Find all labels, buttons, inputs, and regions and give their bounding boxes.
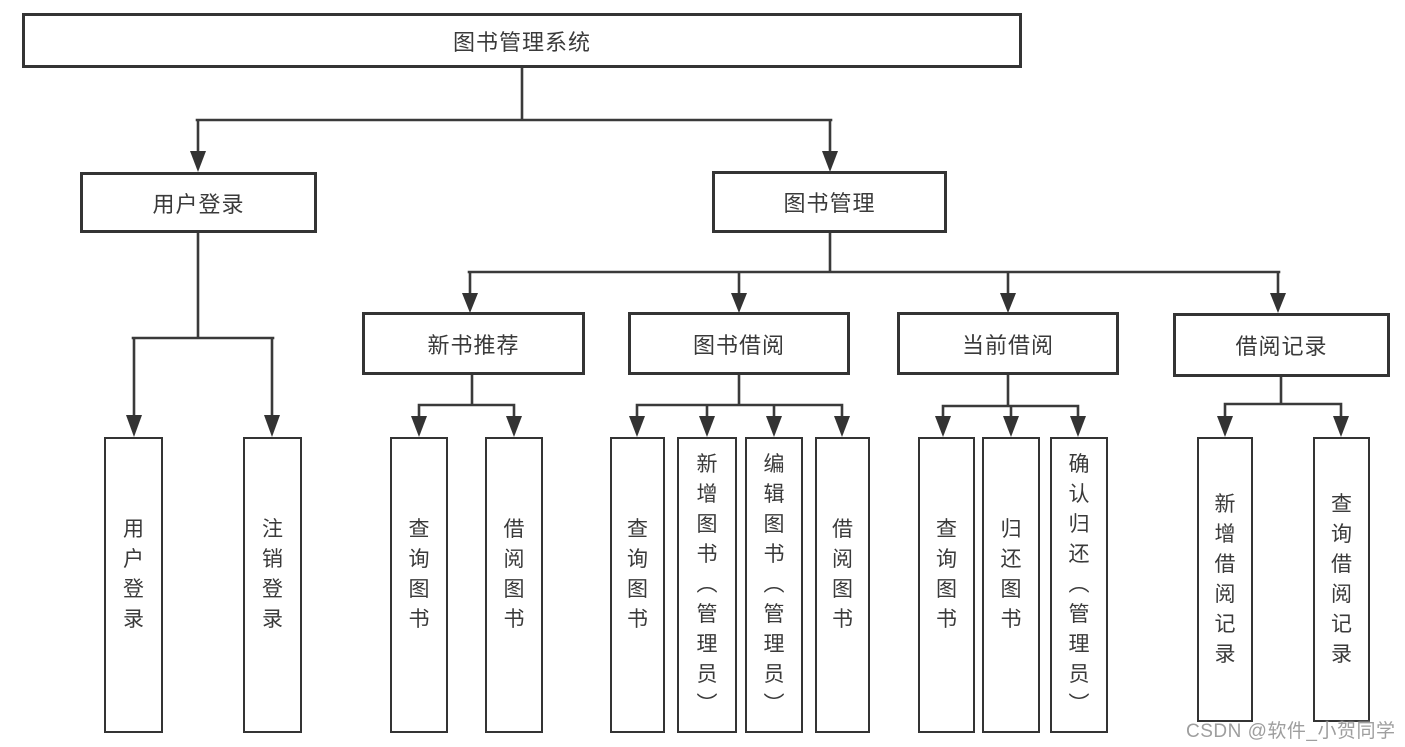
node-label: 查询图书 (627, 518, 648, 631)
node-library-management-system: 图书管理系统 (22, 13, 1022, 68)
node-leaf-query-borrow-record: 查询借阅记录 (1313, 437, 1370, 722)
node-label: 注销登录 (262, 518, 283, 631)
node-leaf-query-books-1: 查询图书 (390, 437, 448, 733)
arrowheads (126, 151, 1349, 437)
node-label: 图书管理 (783, 191, 876, 216)
node-label: 归还图书 (1000, 518, 1022, 631)
node-label: 新增图书︵管理员︶ (696, 453, 718, 716)
node-current-borrowing: 当前借阅 (897, 312, 1119, 375)
node-label: 编辑图书︵管理员︶ (763, 453, 785, 716)
node-leaf-query-books-2: 查询图书 (610, 437, 665, 733)
node-leaf-confirm-return-admin: 确认归还︵管理员︶ (1050, 437, 1108, 733)
node-label: 用户登录 (123, 518, 144, 631)
csdn-watermark: CSDN @软件_小贺同学 (1186, 721, 1396, 742)
node-label: 新书推荐 (427, 332, 520, 358)
node-label: 当前借阅 (961, 332, 1054, 358)
node-leaf-add-borrow-record: 新增借阅记录 (1197, 437, 1253, 722)
node-leaf-borrow-books-2: 借阅图书 (815, 437, 870, 733)
node-leaf-logout: 注销登录 (243, 437, 302, 733)
node-label: 借阅图书 (503, 518, 525, 631)
node-leaf-borrow-books-1: 借阅图书 (485, 437, 543, 733)
node-label: 查询图书 (408, 518, 430, 631)
node-new-book-recommendation: 新书推荐 (362, 312, 585, 375)
node-label: 用户登录 (152, 191, 245, 217)
node-book-management: 图书管理 (712, 171, 947, 233)
node-user-login: 用户登录 (80, 172, 317, 233)
node-label: 确认归还︵管理员︶ (1068, 453, 1090, 716)
node-label: 图书管理系统 (452, 29, 591, 55)
node-leaf-add-books-admin: 新增图书︵管理员︶ (677, 437, 737, 733)
node-leaf-edit-books-admin: 编辑图书︵管理员︶ (745, 437, 803, 733)
node-label: 借阅记录 (1235, 334, 1328, 359)
node-leaf-query-books-3: 查询图书 (918, 437, 975, 733)
node-leaf-return-books: 归还图书 (982, 437, 1040, 733)
node-label: 新增借阅记录 (1214, 492, 1236, 666)
node-borrowing-records: 借阅记录 (1173, 313, 1390, 377)
node-label: 查询图书 (936, 518, 957, 631)
node-label: 图书借阅 (692, 332, 785, 358)
node-label: 查询借阅记录 (1331, 492, 1352, 666)
node-leaf-user-login: 用户登录 (104, 437, 163, 733)
node-book-borrowing: 图书借阅 (628, 312, 850, 375)
node-label: 借阅图书 (832, 518, 853, 631)
